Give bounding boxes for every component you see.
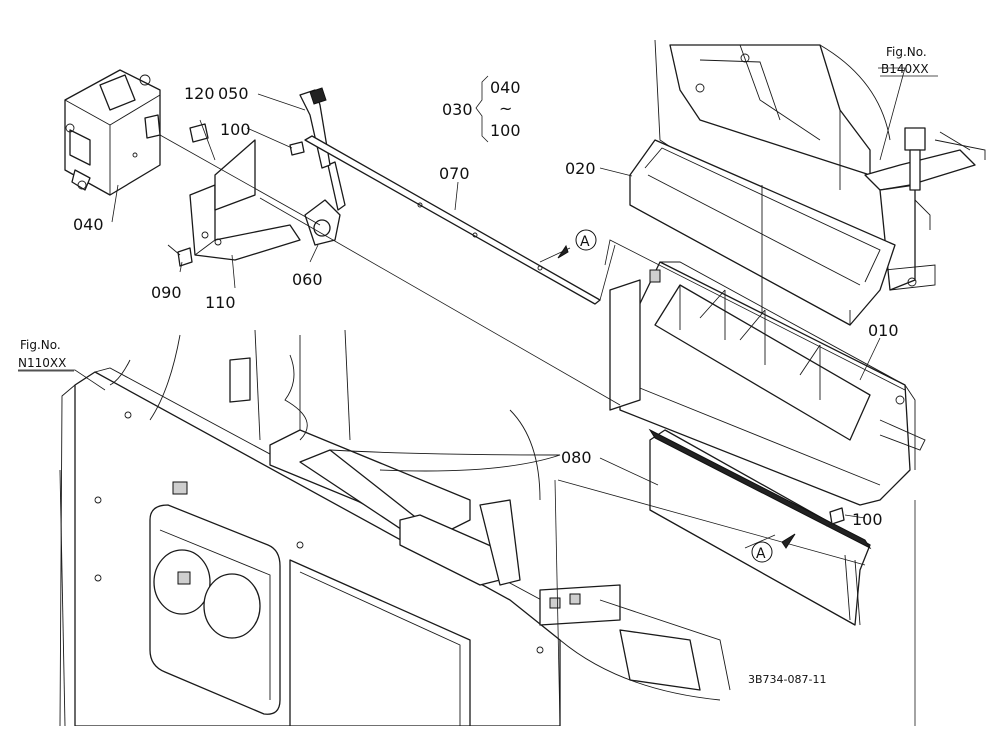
label-060: 060	[292, 270, 323, 289]
part-010-housing	[609, 261, 926, 506]
cab-frame	[59, 329, 731, 727]
label-100-top: 100	[220, 120, 251, 139]
callout-a-upper: A	[557, 229, 597, 259]
drawing-number: 3B734-087-11	[748, 673, 826, 686]
fig-ref-caption-left: Fig.No.	[20, 338, 61, 352]
label-040: 040	[73, 215, 104, 234]
callout-a-lower-text: A	[756, 546, 766, 562]
callout-a-upper-text: A	[580, 234, 590, 250]
label-080: 080	[561, 448, 592, 467]
fig-ref-right: B140XX	[881, 62, 929, 76]
part-070-rod	[304, 135, 601, 305]
fig-ref-left: N110XX	[18, 356, 66, 370]
callout-a-lower: A	[751, 533, 796, 563]
label-090: 090	[151, 283, 182, 302]
label-030-to: 100	[490, 121, 521, 140]
label-110: 110	[205, 293, 236, 312]
label-020: 020	[565, 159, 596, 178]
label-030: 030	[442, 100, 473, 119]
label-010: 010	[868, 321, 899, 340]
label-050: 050	[218, 84, 249, 103]
label-030-tilde: ~	[499, 99, 512, 118]
part-080-filter	[648, 428, 872, 626]
part-110-bracket	[189, 139, 301, 261]
part-040-actuator	[64, 69, 161, 196]
label-100-right: 100	[852, 510, 883, 529]
fig-ref-caption-right: Fig.No.	[886, 45, 927, 59]
part-labels: 120 050 100 040 090 110 060 070 030 040 …	[18, 45, 938, 686]
part-060-lever	[299, 87, 346, 246]
label-120: 120	[184, 84, 215, 103]
label-070: 070	[439, 164, 470, 183]
label-030-from: 040	[490, 78, 521, 97]
leader-lines	[18, 67, 916, 727]
